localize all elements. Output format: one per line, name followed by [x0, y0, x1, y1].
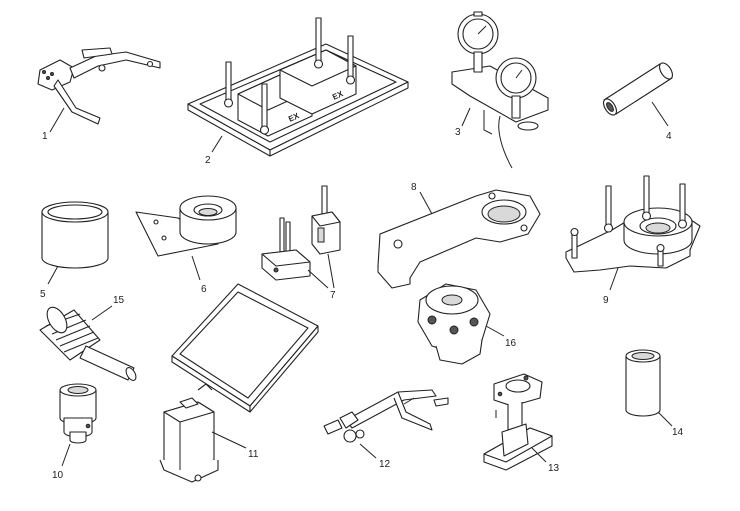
part-8-wrench — [377, 189, 541, 289]
part-12-label: 12 — [379, 459, 391, 470]
block-marking: EX — [331, 89, 345, 102]
part-10-label: 10 — [52, 470, 64, 481]
part-14-sleeve — [625, 349, 661, 417]
part-11-tray-block — [159, 283, 319, 483]
part-6-bracket — [135, 195, 237, 257]
part-10-nut-socket — [59, 383, 97, 444]
part-2-tray: EX EX — [187, 17, 409, 157]
part-4-label: 4 — [666, 131, 672, 142]
part-2-label: 2 — [205, 155, 211, 166]
block-marking: EX — [287, 111, 301, 124]
part-5-label: 5 — [40, 289, 46, 300]
part-16-knob — [417, 283, 491, 365]
part-7-label: 7 — [330, 290, 336, 301]
part-3-label: 3 — [455, 127, 461, 138]
part-14-label: 14 — [672, 427, 684, 438]
part-11-label: 11 — [248, 449, 259, 460]
part-15-threaded-tool — [39, 306, 137, 381]
part-1-label: 1 — [42, 131, 48, 142]
part-9-label: 9 — [603, 295, 609, 306]
part-4-socket-tube — [602, 62, 674, 116]
part-13-label: 13 — [548, 463, 560, 474]
part-8-label: 8 — [411, 182, 417, 193]
part-1-tool — [37, 47, 161, 125]
part-16-label: 16 — [505, 338, 517, 349]
part-9-stud-plate — [565, 175, 701, 273]
part-13-bracket-stand — [483, 373, 553, 471]
part-6-label: 6 — [201, 284, 207, 295]
part-7-pin-tools — [261, 185, 341, 281]
part-12-arm-tool — [323, 389, 449, 443]
part-15-label: 15 — [113, 295, 125, 306]
part-5-ring — [41, 201, 109, 269]
part-3-dial-gauge — [451, 11, 549, 169]
